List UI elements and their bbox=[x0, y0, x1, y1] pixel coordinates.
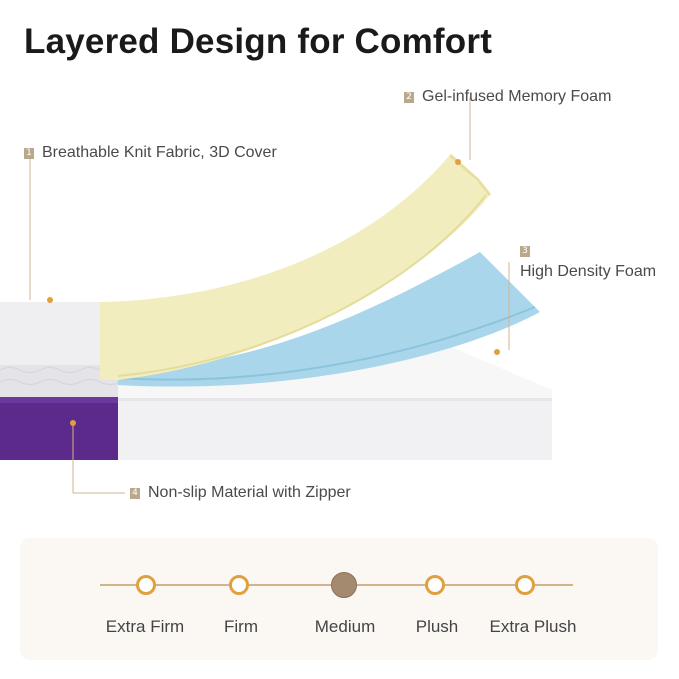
callout-number-badge: 3 bbox=[520, 246, 530, 257]
firmness-label-firm: Firm bbox=[224, 617, 258, 636]
callout-number-badge: 4 bbox=[130, 487, 140, 499]
firmness-marker-medium-selected bbox=[331, 572, 357, 598]
firmness-marker-plush bbox=[425, 575, 445, 595]
callout-number-badge: 1 bbox=[24, 147, 34, 159]
firmness-label-extra-firm: Extra Firm bbox=[105, 617, 185, 636]
callout-number-badge: 2 bbox=[404, 91, 414, 103]
memory-foam-layer bbox=[100, 155, 490, 380]
firmness-label-medium: Medium bbox=[314, 617, 376, 636]
callout-layer-1: 1 Breathable Knit Fabric, 3D Cover bbox=[24, 144, 277, 162]
firmness-scale-panel bbox=[20, 538, 658, 660]
high-density-foam-layer bbox=[118, 252, 540, 387]
base-front bbox=[118, 398, 552, 460]
firmness-label-plush: Plush bbox=[415, 617, 459, 636]
callout-label: Non-slip Material with Zipper bbox=[148, 484, 351, 501]
firmness-marker-extra-firm bbox=[136, 575, 156, 595]
callout-layer-2: 2 Gel-infused Memory Foam bbox=[404, 88, 611, 106]
callout-label: Gel-infused Memory Foam bbox=[422, 88, 612, 105]
page-title: Layered Design for Comfort bbox=[24, 22, 493, 61]
firmness-marker-firm bbox=[229, 575, 249, 595]
callout-layer-4: 4 Non-slip Material with Zipper bbox=[130, 484, 351, 502]
firmness-marker-extra-plush bbox=[515, 575, 535, 595]
callout-layer-3-label: High Density Foam bbox=[520, 263, 657, 280]
purple-base-section bbox=[0, 397, 118, 460]
callout-label: Breathable Knit Fabric, 3D Cover bbox=[42, 144, 277, 161]
firmness-label-extra-plush: Extra Plush bbox=[489, 617, 577, 636]
callout-layer-3-number: 3 bbox=[520, 246, 538, 257]
